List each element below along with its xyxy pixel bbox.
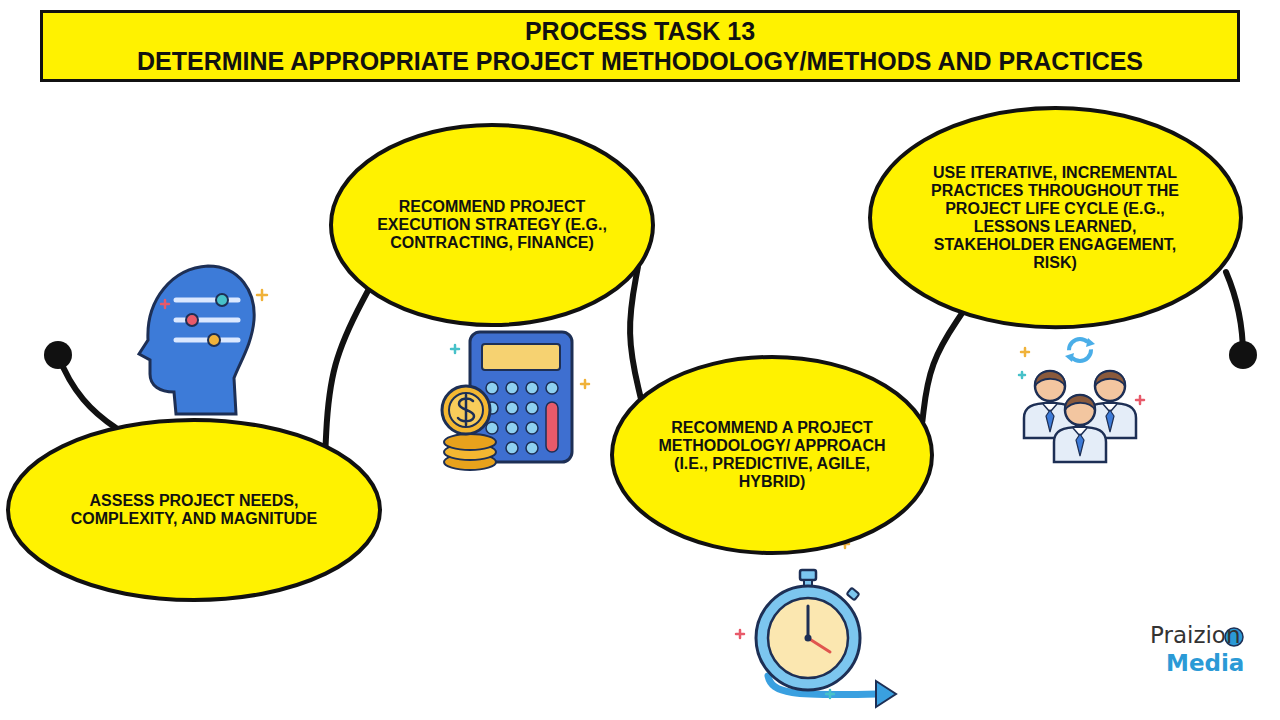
icon-part bbox=[768, 598, 848, 678]
process-ellipse: RECOMMEND A PROJECT METHODOLOGY/ APPROAC… bbox=[610, 355, 934, 555]
text-group: RECOMMEND PROJECT EXECUTION STRATEGY (E.… bbox=[377, 198, 607, 252]
start-dot bbox=[44, 341, 72, 369]
ellipse-shape bbox=[8, 420, 380, 600]
icon-part bbox=[486, 422, 498, 434]
icon-part bbox=[526, 422, 538, 434]
icon-part bbox=[1086, 338, 1095, 347]
flow-connector bbox=[922, 313, 962, 422]
icon-part bbox=[526, 402, 538, 414]
icon-part bbox=[756, 586, 860, 690]
node-text: ASSESS PROJECT NEEDS, COMPLEXITY, AND MA… bbox=[69, 492, 319, 528]
icon-part bbox=[449, 393, 483, 427]
icon-part bbox=[257, 290, 267, 300]
node-text: RECOMMEND A PROJECT METHODOLOGY/ APPROAC… bbox=[657, 419, 887, 491]
icon-part bbox=[506, 442, 518, 454]
coins-icon bbox=[442, 386, 496, 470]
stopwatch-icon bbox=[756, 570, 896, 707]
icon-part bbox=[451, 345, 459, 353]
node-text: USE ITERATIVE, INCREMENTAL PRACTICES THR… bbox=[920, 164, 1190, 271]
icon-part bbox=[161, 300, 169, 308]
ellipse-shape bbox=[612, 357, 932, 553]
icon-part bbox=[442, 386, 490, 434]
process-ellipse: USE ITERATIVE, INCREMENTAL PRACTICES THR… bbox=[868, 106, 1243, 329]
icon-part bbox=[800, 570, 816, 580]
icon-part bbox=[482, 344, 560, 370]
icon-part bbox=[526, 382, 538, 394]
icon-part bbox=[506, 382, 518, 394]
process-ellipse: ASSESS PROJECT NEEDS, COMPLEXITY, AND MA… bbox=[6, 418, 382, 602]
icon-part bbox=[1054, 395, 1106, 462]
icon-part bbox=[876, 681, 896, 707]
icon-part bbox=[506, 402, 518, 414]
icon-part bbox=[736, 630, 744, 638]
icon-part bbox=[526, 442, 538, 454]
icon-part bbox=[186, 314, 198, 326]
flow-connector bbox=[630, 267, 641, 399]
title-text: PROCESS TASK 13 bbox=[47, 16, 1233, 46]
icon-part bbox=[486, 382, 498, 394]
icon-part bbox=[808, 638, 830, 652]
icon-part bbox=[807, 606, 810, 638]
icon-part bbox=[444, 434, 496, 450]
icon-part bbox=[139, 266, 254, 414]
icon-part bbox=[1065, 353, 1074, 362]
text-group: RECOMMEND A PROJECT METHODOLOGY/ APPROAC… bbox=[657, 419, 887, 491]
icon-part bbox=[216, 294, 228, 306]
text-group: ASSESS PROJECT NEEDS, COMPLEXITY, AND MA… bbox=[69, 492, 319, 528]
subtitle-text: DETERMINE APPROPRIATE PROJECT METHODOLOG… bbox=[47, 46, 1233, 76]
ellipse-shape bbox=[331, 125, 653, 325]
icon-part bbox=[458, 395, 474, 425]
logo-word: Media bbox=[1166, 650, 1244, 676]
icon-part bbox=[805, 635, 812, 642]
icon-part bbox=[847, 588, 860, 601]
flow-connector bbox=[326, 289, 369, 446]
end-dot bbox=[1229, 341, 1257, 369]
logo-word: Praizion bbox=[1150, 622, 1241, 648]
icon-part bbox=[506, 422, 518, 434]
icon-part bbox=[1019, 372, 1025, 378]
icon-part bbox=[546, 382, 558, 394]
icon-part bbox=[826, 690, 834, 698]
icon-part bbox=[208, 334, 220, 346]
title-banner: PROCESS TASK 13DETERMINE APPROPRIATE PRO… bbox=[40, 10, 1240, 82]
icon-part bbox=[1136, 396, 1144, 404]
text-group: USE ITERATIVE, INCREMENTAL PRACTICES THR… bbox=[920, 164, 1190, 271]
ellipse-shape bbox=[870, 108, 1241, 327]
head-icon bbox=[139, 266, 254, 414]
node-text: RECOMMEND PROJECT EXECUTION STRATEGY (E.… bbox=[377, 198, 607, 252]
process-ellipse: RECOMMEND PROJECT EXECUTION STRATEGY (E.… bbox=[329, 123, 655, 327]
icon-part bbox=[1021, 348, 1029, 356]
team-icon bbox=[1024, 338, 1136, 462]
icon-part bbox=[546, 402, 558, 452]
icon-part bbox=[581, 380, 589, 388]
